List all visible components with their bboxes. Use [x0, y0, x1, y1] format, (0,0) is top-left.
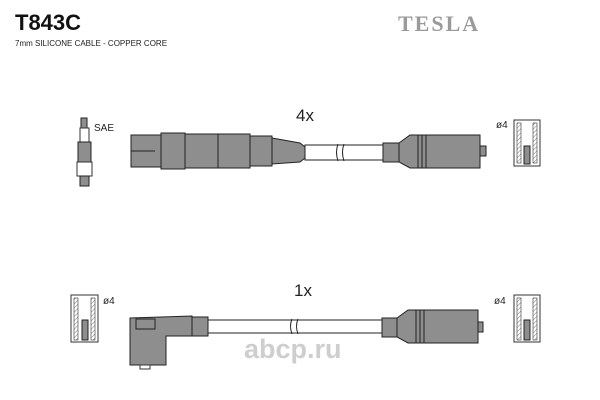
- right-terminal-label: ø4: [494, 296, 506, 307]
- straight-plug-boot: [130, 132, 306, 170]
- part-number: T843C: [15, 10, 81, 35]
- left-terminal-icon: [70, 294, 99, 343]
- right-terminal-icon: [513, 294, 541, 343]
- brand-logo: TESLA: [398, 11, 480, 36]
- watermark: abcp.ru: [244, 334, 342, 364]
- bottom-quantity: 1x: [294, 281, 312, 300]
- angled-plug-boot: [129, 315, 209, 370]
- description: 7mm SILICONE CABLE - COPPER CORE: [15, 39, 167, 48]
- bottom-cable: [207, 318, 384, 335]
- cable: [304, 143, 386, 162]
- coil-boot: [382, 134, 487, 169]
- top-quantity: 4x: [296, 106, 314, 125]
- plug-label: SAE: [94, 123, 114, 134]
- left-terminal-label: ø4: [103, 296, 115, 307]
- top-terminal-label: ø4: [496, 120, 508, 131]
- bottom-coil-boot: [381, 309, 484, 344]
- spark-plug-icon: [76, 117, 93, 187]
- terminal-icon: [513, 119, 541, 167]
